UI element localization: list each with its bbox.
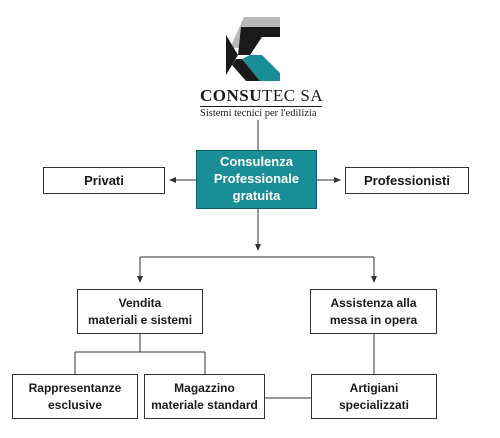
node-professionisti: Professionisti <box>345 167 469 194</box>
logo-dark-lower <box>232 59 260 81</box>
node-magazzino-label: Magazzino materiale standard <box>151 381 258 412</box>
node-artigiani-label: Artigiani specializzati <box>338 381 410 412</box>
node-assistenza: Assistenza alla messa in opera <box>310 289 437 334</box>
node-artigiani: Artigiani specializzati <box>311 374 437 419</box>
brand-block: CONSUTEC SA Sistemi tecnici per l'ediliz… <box>200 87 350 120</box>
node-privati-label: Privati <box>84 172 124 188</box>
node-rappresentanze-label: Rappresentanze esclusive <box>28 381 122 412</box>
consutec-logo-icon <box>226 17 280 81</box>
logo-dark-upper <box>238 27 280 55</box>
logo-teal-band <box>242 55 280 81</box>
brand-name: CONSUTEC SA <box>200 87 350 105</box>
node-assistenza-label: Assistenza alla messa in opera <box>329 296 418 327</box>
node-vendita: Vendita materiali e sistemi <box>77 289 203 334</box>
logo-dark-left <box>226 35 238 75</box>
node-consulenza: Consulenza Professionale gratuita <box>196 150 317 209</box>
node-rappresentanze: Rappresentanze esclusive <box>12 374 138 419</box>
node-consulenza-label: Consulenza Professionale gratuita <box>213 154 300 203</box>
brand-tagline: Sistemi tecnici per l'edilizia <box>200 106 322 120</box>
node-vendita-label: Vendita materiali e sistemi <box>87 296 193 327</box>
brand-name-rest: TEC SA <box>262 86 324 105</box>
node-magazzino: Magazzino materiale standard <box>144 374 265 419</box>
node-privati: Privati <box>43 167 165 194</box>
brand-name-bold: CONSU <box>200 86 263 105</box>
node-professionisti-label: Professionisti <box>364 172 450 188</box>
